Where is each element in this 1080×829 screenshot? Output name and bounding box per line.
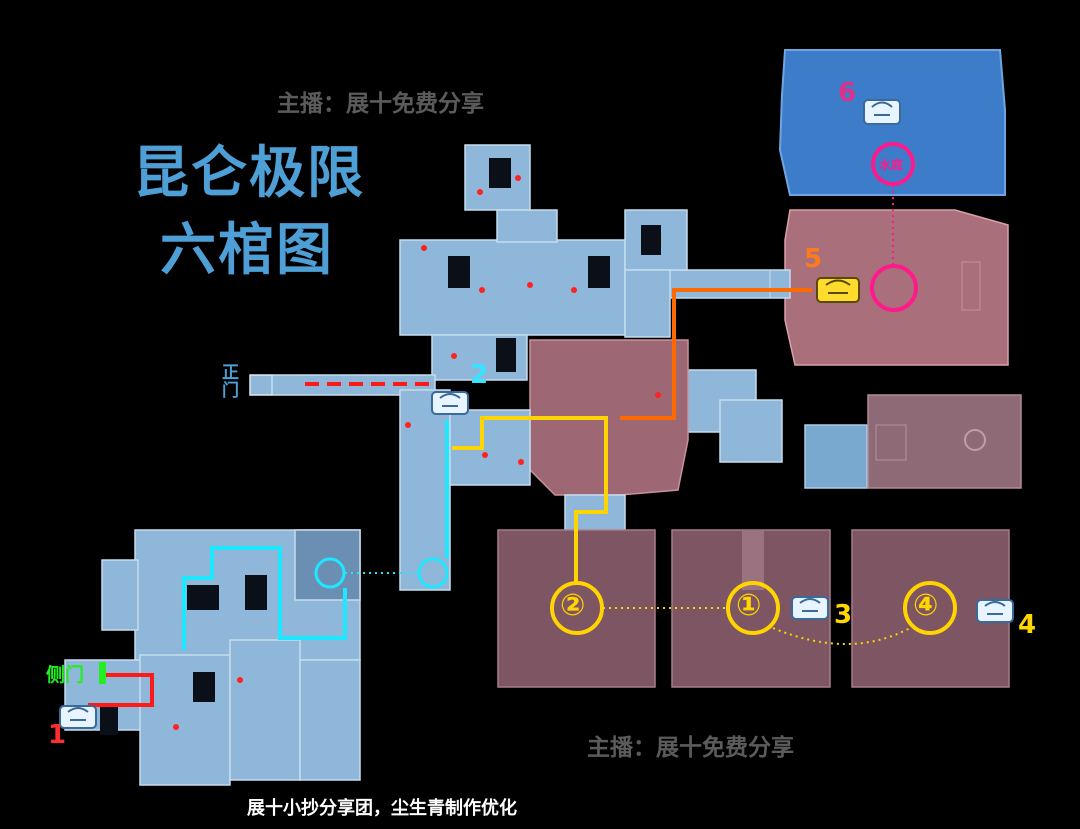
- trap-markers: [173, 175, 661, 730]
- map-title-line1: 昆仑极限: [133, 141, 365, 206]
- route-cyan: [182, 546, 347, 650]
- magenta-circle-boss: [870, 264, 918, 312]
- coffin-icon-2: [431, 391, 469, 415]
- coffin-icon-5: [816, 277, 860, 303]
- boss-room: [784, 209, 1009, 366]
- credit-text: 展十小抄分享团，尘生青制作优化: [247, 798, 517, 819]
- pink-room-middle-strip: [742, 530, 764, 590]
- side-room-pink: [867, 394, 1022, 489]
- coffin-icon-6: [863, 99, 901, 125]
- magenta-circle-water: [871, 142, 915, 186]
- coffin-number-1: 1: [48, 720, 67, 750]
- circle-label-1: ①: [736, 588, 762, 623]
- map-title-line2: 六棺图: [160, 218, 334, 283]
- water-marker-label: 水底: [879, 158, 904, 172]
- side-room-seal: [964, 429, 986, 451]
- yellow-dotted-link-b: [772, 627, 911, 645]
- coffin-icon-4: [976, 599, 1014, 623]
- corridor-east-stairs: [769, 269, 791, 299]
- route-red: [88, 673, 154, 707]
- route-yellow: [452, 416, 608, 585]
- route-orange: [620, 288, 812, 420]
- yellow-circle-4: [903, 581, 957, 635]
- watermark-bottom: 主播：展十免费分享: [587, 735, 794, 761]
- yellow-circle-2: [550, 581, 604, 635]
- coffin-number-2: 2: [470, 360, 489, 390]
- corridor-west-stairs: [249, 374, 273, 396]
- yellow-circle-1: [726, 581, 780, 635]
- coffin-number-4: 4: [1018, 610, 1037, 640]
- pillars: [448, 158, 661, 372]
- watermark-top: 主播：展十免费分享: [277, 91, 484, 117]
- cyan-circle-left: [314, 557, 346, 589]
- coffin-number-5: 5: [804, 244, 823, 274]
- main-gate-label: 正门: [222, 363, 239, 401]
- boss-room-stairs: [961, 261, 981, 311]
- side-gate-label: 侧门: [46, 664, 85, 686]
- southwest-darkroom: [294, 529, 361, 601]
- circle-label-4: ④: [913, 588, 939, 623]
- circle-label-2: ②: [560, 588, 586, 623]
- coffin-number-6: 6: [838, 78, 857, 108]
- southwest-pillars: [100, 575, 267, 735]
- coffin-icon-1: [59, 705, 97, 729]
- side-room-blue: [804, 424, 868, 489]
- side-room-stairs: [875, 424, 907, 461]
- coffin-number-3: 3: [834, 600, 853, 630]
- central-hall: [529, 339, 689, 496]
- side-gate-marker: [99, 662, 106, 684]
- coffin-icon-3: [791, 596, 829, 620]
